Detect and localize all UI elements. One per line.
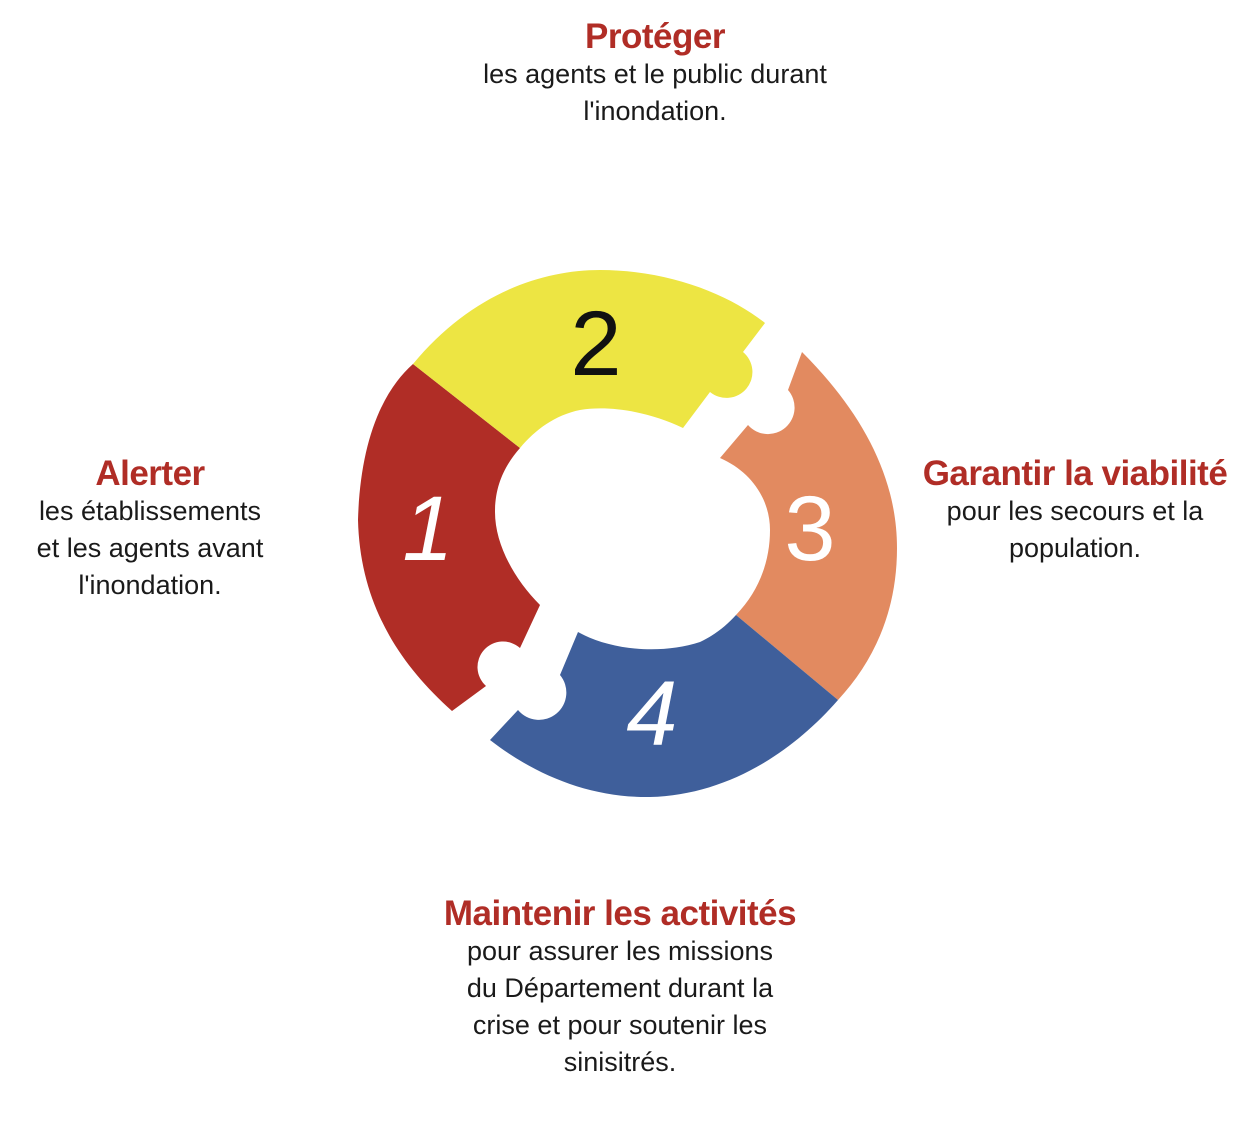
step-maintain-line-4: sinisitrés.: [563, 1047, 677, 1077]
segment-4: [490, 615, 838, 798]
step-alert-line-2: et les agents avant: [36, 533, 264, 563]
step-alert-block: Alerter les établissements et les agents…: [0, 455, 300, 604]
step-alert-line-3: l'inondation.: [78, 570, 222, 600]
step-alert-line-1: les établissements: [38, 496, 262, 526]
step-maintain-line-2: du Département durant la: [466, 973, 774, 1003]
step-viability-block: Garantir la viabilité pour les secours e…: [900, 455, 1250, 567]
step-maintain-title: Maintenir les activités: [443, 894, 797, 933]
step-viability-line-2: population.: [1008, 533, 1142, 563]
step-protect-line-2: l'inondation.: [583, 96, 727, 126]
step-protect-line-1: les agents et le public durant: [483, 59, 827, 89]
step-viability-title: Garantir la viabilité: [922, 454, 1228, 493]
step-maintain-line-3: crise et pour soutenir les: [472, 1010, 768, 1040]
step-protect-block: Protéger les agents et le public durant …: [405, 18, 905, 130]
step-maintain-line-1: pour assurer les missions: [466, 936, 774, 966]
step-maintain-block: Maintenir les activités pour assurer les…: [375, 895, 865, 1081]
step-protect-title: Protéger: [585, 17, 725, 56]
step-viability-line-1: pour les secours et la: [946, 496, 1204, 526]
segment-3: [720, 352, 897, 700]
segment-number-2: 2: [570, 293, 621, 395]
segment-1: [358, 364, 540, 711]
segment-2: [413, 270, 765, 448]
segment-number-1: 1: [402, 478, 453, 580]
segment-number-4: 4: [626, 663, 677, 765]
step-alert-title: Alerter: [95, 454, 205, 493]
segment-number-3: 3: [784, 478, 835, 580]
